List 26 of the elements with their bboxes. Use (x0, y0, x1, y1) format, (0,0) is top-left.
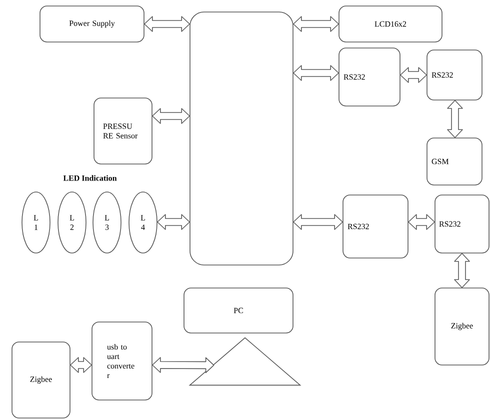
interface-box: LCD16x2 (338, 6, 442, 42)
module-box: Zigbee (12, 342, 70, 418)
double-arrow (293, 214, 343, 230)
double-arrow (144, 16, 190, 32)
double-arrow (70, 357, 92, 373)
double-arrow (293, 16, 339, 32)
double-arrow (447, 100, 463, 138)
converter-box: usb to uart converte r (92, 322, 152, 400)
double-arrow (157, 214, 190, 230)
computer-box: PC (184, 288, 294, 334)
block-box: Power Supply (40, 6, 144, 42)
section-heading: LED Indication (63, 175, 117, 181)
module-box: GSM (426, 138, 482, 186)
double-arrow (152, 357, 214, 374)
double-arrow (408, 214, 435, 230)
double-arrow (454, 252, 470, 288)
double-arrow (400, 67, 427, 83)
module-box: Zigbee (434, 288, 490, 366)
interface-box: RS232 (434, 194, 490, 254)
double-arrow (293, 65, 339, 81)
controller-box (190, 12, 294, 266)
interface-box: RS232 (426, 50, 482, 100)
sensor-box: PRESSU RE Sensor (94, 98, 152, 164)
interface-box: RS232 (338, 48, 400, 106)
interface-box: RS232 (342, 194, 408, 258)
double-arrow (152, 108, 190, 124)
